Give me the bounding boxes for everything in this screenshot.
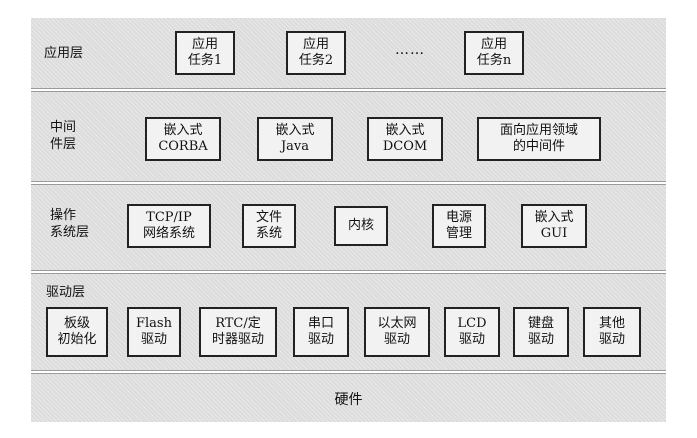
filesystem-line2: 系统 [255, 226, 282, 241]
serial-line2: 驱动 [307, 332, 334, 347]
middleware-domain-box: 面向应用领域的中间件 [477, 117, 601, 161]
rtc-line2: 时器驱动 [211, 332, 264, 347]
driver-layer-label: 驱动层 [46, 285, 86, 300]
middleware-layer-label: 中间 件层 [50, 119, 76, 153]
gui-line2: GUI [540, 226, 568, 241]
tcpip-line1: TCP/IP [146, 210, 192, 225]
board-init-line1: 板级 [63, 316, 90, 331]
flash-line2: 驱动 [140, 332, 167, 347]
os-label-line2: 系统层 [50, 225, 90, 240]
java-line1: 嵌入式 [275, 123, 315, 138]
gui-line1: 嵌入式 [534, 210, 574, 225]
rtc-line1: RTC/定 [215, 316, 261, 331]
lcd-line2: 驱动 [458, 332, 485, 347]
separator-3 [31, 270, 666, 274]
app-task-1-line2: 任务1 [187, 53, 223, 68]
os-kernel-box: 内核 [334, 206, 388, 246]
app-task-2-box: 应用任务2 [286, 31, 346, 75]
driver-serial-box: 串口驱动 [293, 307, 349, 357]
app-task-2-line1: 应用 [302, 37, 329, 52]
keyboard-line1: 键盘 [527, 316, 554, 331]
other-line1: 其他 [598, 316, 625, 331]
middleware-label-line2: 件层 [50, 137, 77, 152]
app-task-n-box: 应用任务n [464, 31, 524, 75]
os-layer-label: 操作 系统层 [50, 207, 89, 241]
separator-1 [31, 88, 666, 92]
hardware-layer: 硬件 [31, 374, 666, 422]
flash-line1: Flash [136, 316, 172, 331]
app-task-1-box: 应用任务1 [175, 31, 235, 75]
power-line2: 管理 [445, 226, 472, 241]
domain-middleware-line1: 面向应用领域 [499, 123, 578, 138]
tcpip-line2: 网络系统 [142, 226, 195, 241]
board-init-line2: 初始化 [57, 332, 97, 347]
driver-board-init-box: 板级初始化 [46, 307, 108, 357]
separator-4 [31, 370, 666, 374]
os-label-line1: 操作 [50, 208, 77, 223]
app-task-1-line1: 应用 [191, 37, 218, 52]
app-task-n-line1: 应用 [480, 37, 507, 52]
os-filesystem-box: 文件系统 [242, 204, 296, 248]
app-task-n-line2: 任务n [476, 53, 512, 68]
os-power-box: 电源管理 [432, 204, 486, 248]
domain-middleware-line2: 的中间件 [512, 139, 565, 154]
application-layer: 应用层 应用任务1 应用任务2 …… 应用任务n [31, 18, 666, 88]
application-layer-label: 应用层 [44, 46, 84, 61]
hardware-layer-label: 硬件 [334, 392, 363, 408]
kernel-label: 内核 [347, 218, 374, 233]
java-line2: Java [280, 139, 310, 154]
app-task-ellipsis: …… [395, 42, 425, 58]
ethernet-line2: 驱动 [383, 332, 410, 347]
serial-line1: 串口 [307, 316, 334, 331]
filesystem-line1: 文件 [255, 210, 282, 225]
corba-line2: CORBA [158, 139, 208, 154]
driver-keyboard-box: 键盘驱动 [513, 307, 569, 357]
lcd-line1: LCD [457, 316, 487, 331]
driver-ethernet-box: 以太网驱动 [364, 307, 430, 357]
middleware-label-line1: 中间 [50, 120, 77, 135]
power-line1: 电源 [445, 210, 472, 225]
corba-line1: 嵌入式 [163, 123, 203, 138]
keyboard-line2: 驱动 [527, 332, 554, 347]
driver-other-box: 其他驱动 [583, 307, 641, 357]
app-task-2-line2: 任务2 [298, 53, 334, 68]
ethernet-line1: 以太网 [377, 316, 417, 331]
other-line2: 驱动 [598, 332, 625, 347]
dcom-line1: 嵌入式 [385, 123, 425, 138]
separator-2 [31, 181, 666, 185]
dcom-line2: DCOM [382, 139, 428, 154]
driver-rtc-box: RTC/定时器驱动 [199, 307, 277, 357]
